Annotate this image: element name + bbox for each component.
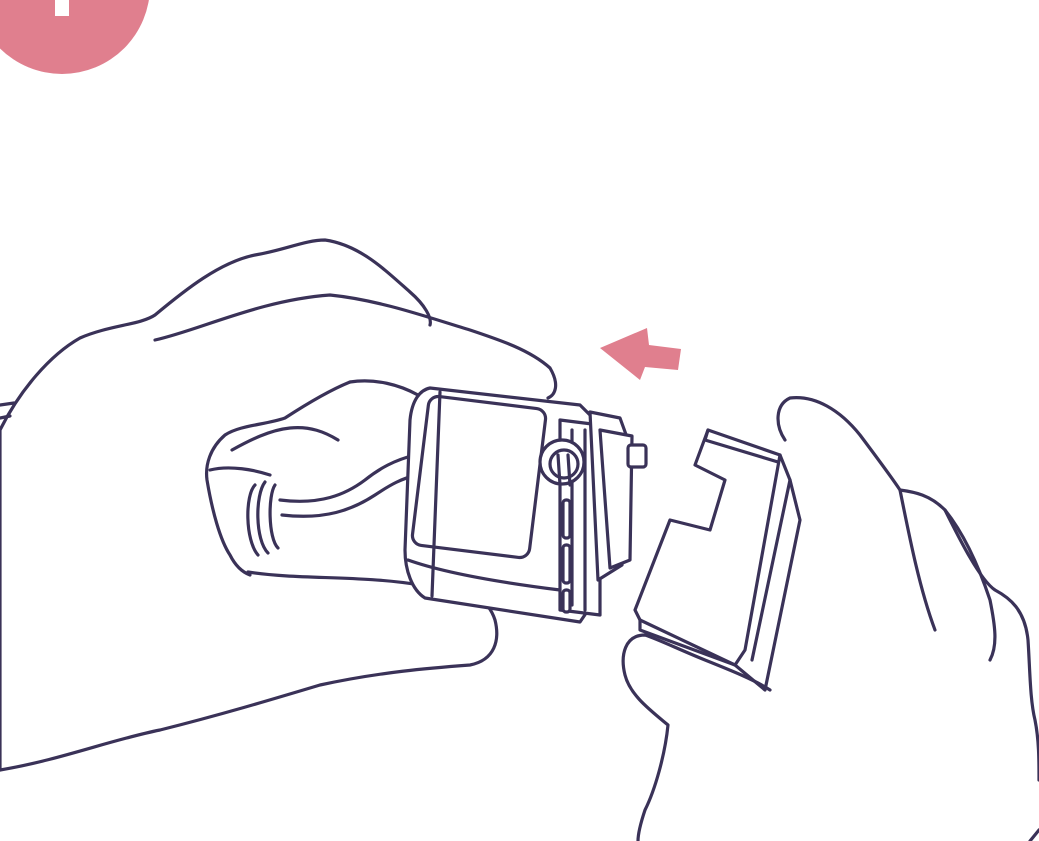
step-badge-circle	[0, 0, 150, 74]
cable	[248, 455, 418, 555]
device-label-panel	[411, 395, 546, 558]
device-body	[405, 388, 646, 622]
arrow-left-icon	[600, 328, 681, 380]
device-block	[635, 430, 800, 690]
step-badge	[0, 0, 150, 74]
left-thumb	[207, 381, 418, 575]
